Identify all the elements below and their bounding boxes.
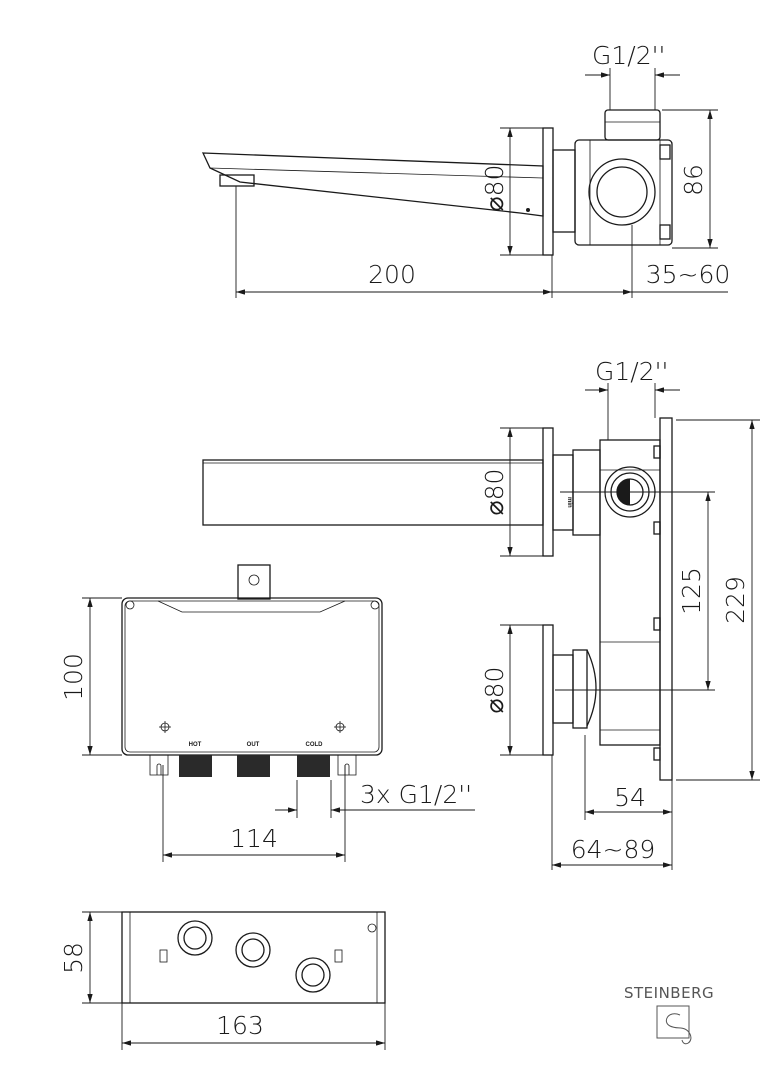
- depth-label: 54: [614, 783, 646, 812]
- lower-flange-dia-label: ⌀80: [480, 667, 509, 714]
- top-thread-label: G1/2'': [592, 41, 665, 70]
- flange: [542, 127, 554, 256]
- ports-thread-label: 3x G1/2'': [360, 780, 472, 809]
- bottom-width-label: 163: [216, 1011, 264, 1040]
- spout-length-label: 200: [368, 260, 416, 289]
- box-height-label: 100: [59, 653, 88, 701]
- axis-distance-label: 125: [677, 567, 706, 615]
- side-view: min G1/2'' ⌀80 ⌀80 125 229: [202, 357, 760, 870]
- plate-height-label: 229: [721, 576, 750, 624]
- port-span-label: 114: [230, 824, 278, 853]
- top-flange-dia-label: ⌀80: [480, 165, 509, 212]
- side-depth-range-label: 64~89: [571, 835, 656, 864]
- top-view: G1/2'' ⌀80 86 200 35~60: [201, 41, 731, 298]
- side-thread-label: G1/2'': [595, 357, 668, 386]
- top-height-label: 86: [679, 164, 708, 196]
- hanger: [237, 564, 271, 600]
- bottom-height-label: 58: [59, 942, 88, 974]
- hot-port: [179, 755, 212, 777]
- brand-logo: STEINBERG: [624, 984, 714, 1045]
- front-view: HOT OUT COLD 100 3x G1/2'' 114: [59, 564, 475, 862]
- cold-label: COLD: [306, 742, 324, 748]
- lower-flange: [542, 624, 554, 756]
- bottom-view: 58 163: [59, 911, 386, 1050]
- aerator: [219, 174, 255, 187]
- top-depth-range-label: 35~60: [646, 260, 731, 289]
- nut: [604, 109, 661, 141]
- hot-label: HOT: [189, 742, 202, 748]
- min-mark: min: [566, 497, 572, 508]
- cold-port: [297, 755, 330, 777]
- box-bottom: [121, 911, 386, 1004]
- upper-flange: [542, 427, 554, 557]
- out-port: [237, 755, 270, 777]
- out-label: OUT: [247, 742, 260, 748]
- box-front: [121, 597, 383, 756]
- upper-flange-dia-label: ⌀80: [480, 469, 509, 516]
- mounting-plate: [659, 417, 673, 781]
- brand-name: STEINBERG: [624, 984, 714, 1002]
